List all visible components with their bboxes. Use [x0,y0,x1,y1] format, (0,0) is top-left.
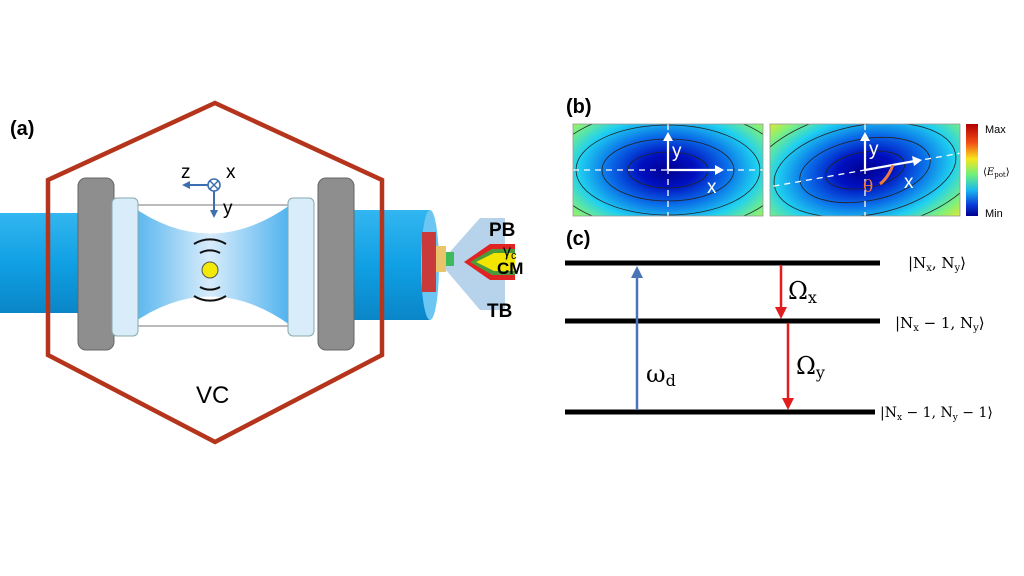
left-mirror [111,197,139,337]
wave-arc [193,238,227,245]
arrowhead-y [663,132,673,141]
ket-n: |N [880,405,897,421]
left-y-label: y [672,141,682,162]
arrow-x-rotated [864,159,916,172]
wave-arc [199,286,221,291]
gamma-subscript: c [511,250,517,262]
colorbar-max-label: Max [985,124,1006,136]
panel-b: (b) y x [566,96,1010,220]
map-frame-right [769,123,961,217]
omega-y-symbol: Ω [796,352,816,380]
drive-label: ωd [646,360,676,390]
colorbar-min-label: Min [985,208,1003,220]
gamma-symbol: γ [503,243,511,260]
ket-tail: ⟩ [979,314,985,332]
ket-subscript: x [897,413,902,423]
ket-subscript: y [954,263,961,274]
colorbar-mid-var: E [986,167,995,178]
ket-subscript: y [952,413,959,423]
panel-b-label: (b) [566,96,592,118]
right-mirror-holder [317,177,355,351]
axis-y-arrowhead [210,210,218,218]
wave-arc [199,249,221,254]
angle-arc [879,164,895,186]
ket-mid: , N [932,254,955,272]
ket-subscript: x [926,263,932,274]
colorbar-mid-close: ⟩ [1006,167,1010,178]
right-y-label: y [869,139,879,160]
arrowhead-x [912,156,922,166]
drive-subscript: d [666,371,676,390]
potential-map-left [573,124,763,216]
left-mirror-holder [77,177,115,351]
chamber-label: VC [196,382,229,409]
ket-subscript: y [972,323,979,334]
end-element-red [422,232,436,292]
state-label-bottom: |Nx − 1, Ny − 1⟩ [880,405,993,423]
tb-label: TB [487,301,512,322]
omega-x-symbol: Ω [788,277,808,305]
ket-subscript: x [913,323,919,334]
ket-tail: − 1⟩ [958,405,993,421]
pb-label: PB [489,220,515,241]
omega-y-subscript: y [815,363,825,382]
state-label-middle: |Nx − 1, Ny⟩ [895,314,985,334]
drive-symbol: ω [646,360,666,388]
panel-a: (a) z x y VC [0,100,523,445]
end-element-green [446,252,454,266]
drive-arrowhead [631,266,643,278]
state-label-top: |Nx, Ny⟩ [908,254,966,274]
panel-c: (c) ωd Ωx Ωy |Nx, Ny⟩ |Nx − 1, Ny⟩ |Nx −… [565,228,993,423]
vacuum-chamber-hexagon [45,100,385,445]
potential-map-right [770,124,960,216]
ket-mid: − 1, N [902,405,953,421]
cm-label: CM [497,259,523,278]
cross-mark [209,180,219,190]
arrowhead-y [860,132,870,141]
right-rod [350,210,430,320]
ket-n: |N [895,314,913,332]
axis-z-arrowhead [182,181,190,189]
colorbar-mid-open: ⟨ [983,167,987,178]
panel-a-label: (a) [10,118,34,140]
colorbar-mid-sub: pot [994,171,1006,179]
colorbar-mid-label: ⟨Epot⟩ [983,167,1010,179]
omega-x-subscript: x [808,288,817,307]
arrowhead-x [715,165,724,175]
transition-label-x: Ωx [788,277,817,307]
colorbar [966,124,978,216]
left-x-label: x [707,177,717,198]
theta-label: θ [863,177,873,197]
particle [201,261,219,279]
map-frame-left [572,123,764,217]
beam-arrow-yellow [476,253,515,271]
ket-n: |N [908,254,926,272]
transition-arrowhead-y [782,398,794,410]
end-element-yellow [436,246,446,272]
axis-z-label: z [181,162,191,183]
gamma-label: γc [503,243,517,262]
transition-label-y: Ωy [796,352,825,382]
right-x-label: x [904,172,914,193]
axis-x-label: x [226,162,236,183]
ket-tail: ⟩ [960,254,966,272]
panel-c-label: (c) [566,228,590,250]
right-mirror [287,197,315,337]
ket-mid: − 1, N [919,314,973,332]
axis-y-label: y [223,198,233,219]
transition-arrowhead-x [775,307,787,319]
wave-arc [193,295,227,302]
